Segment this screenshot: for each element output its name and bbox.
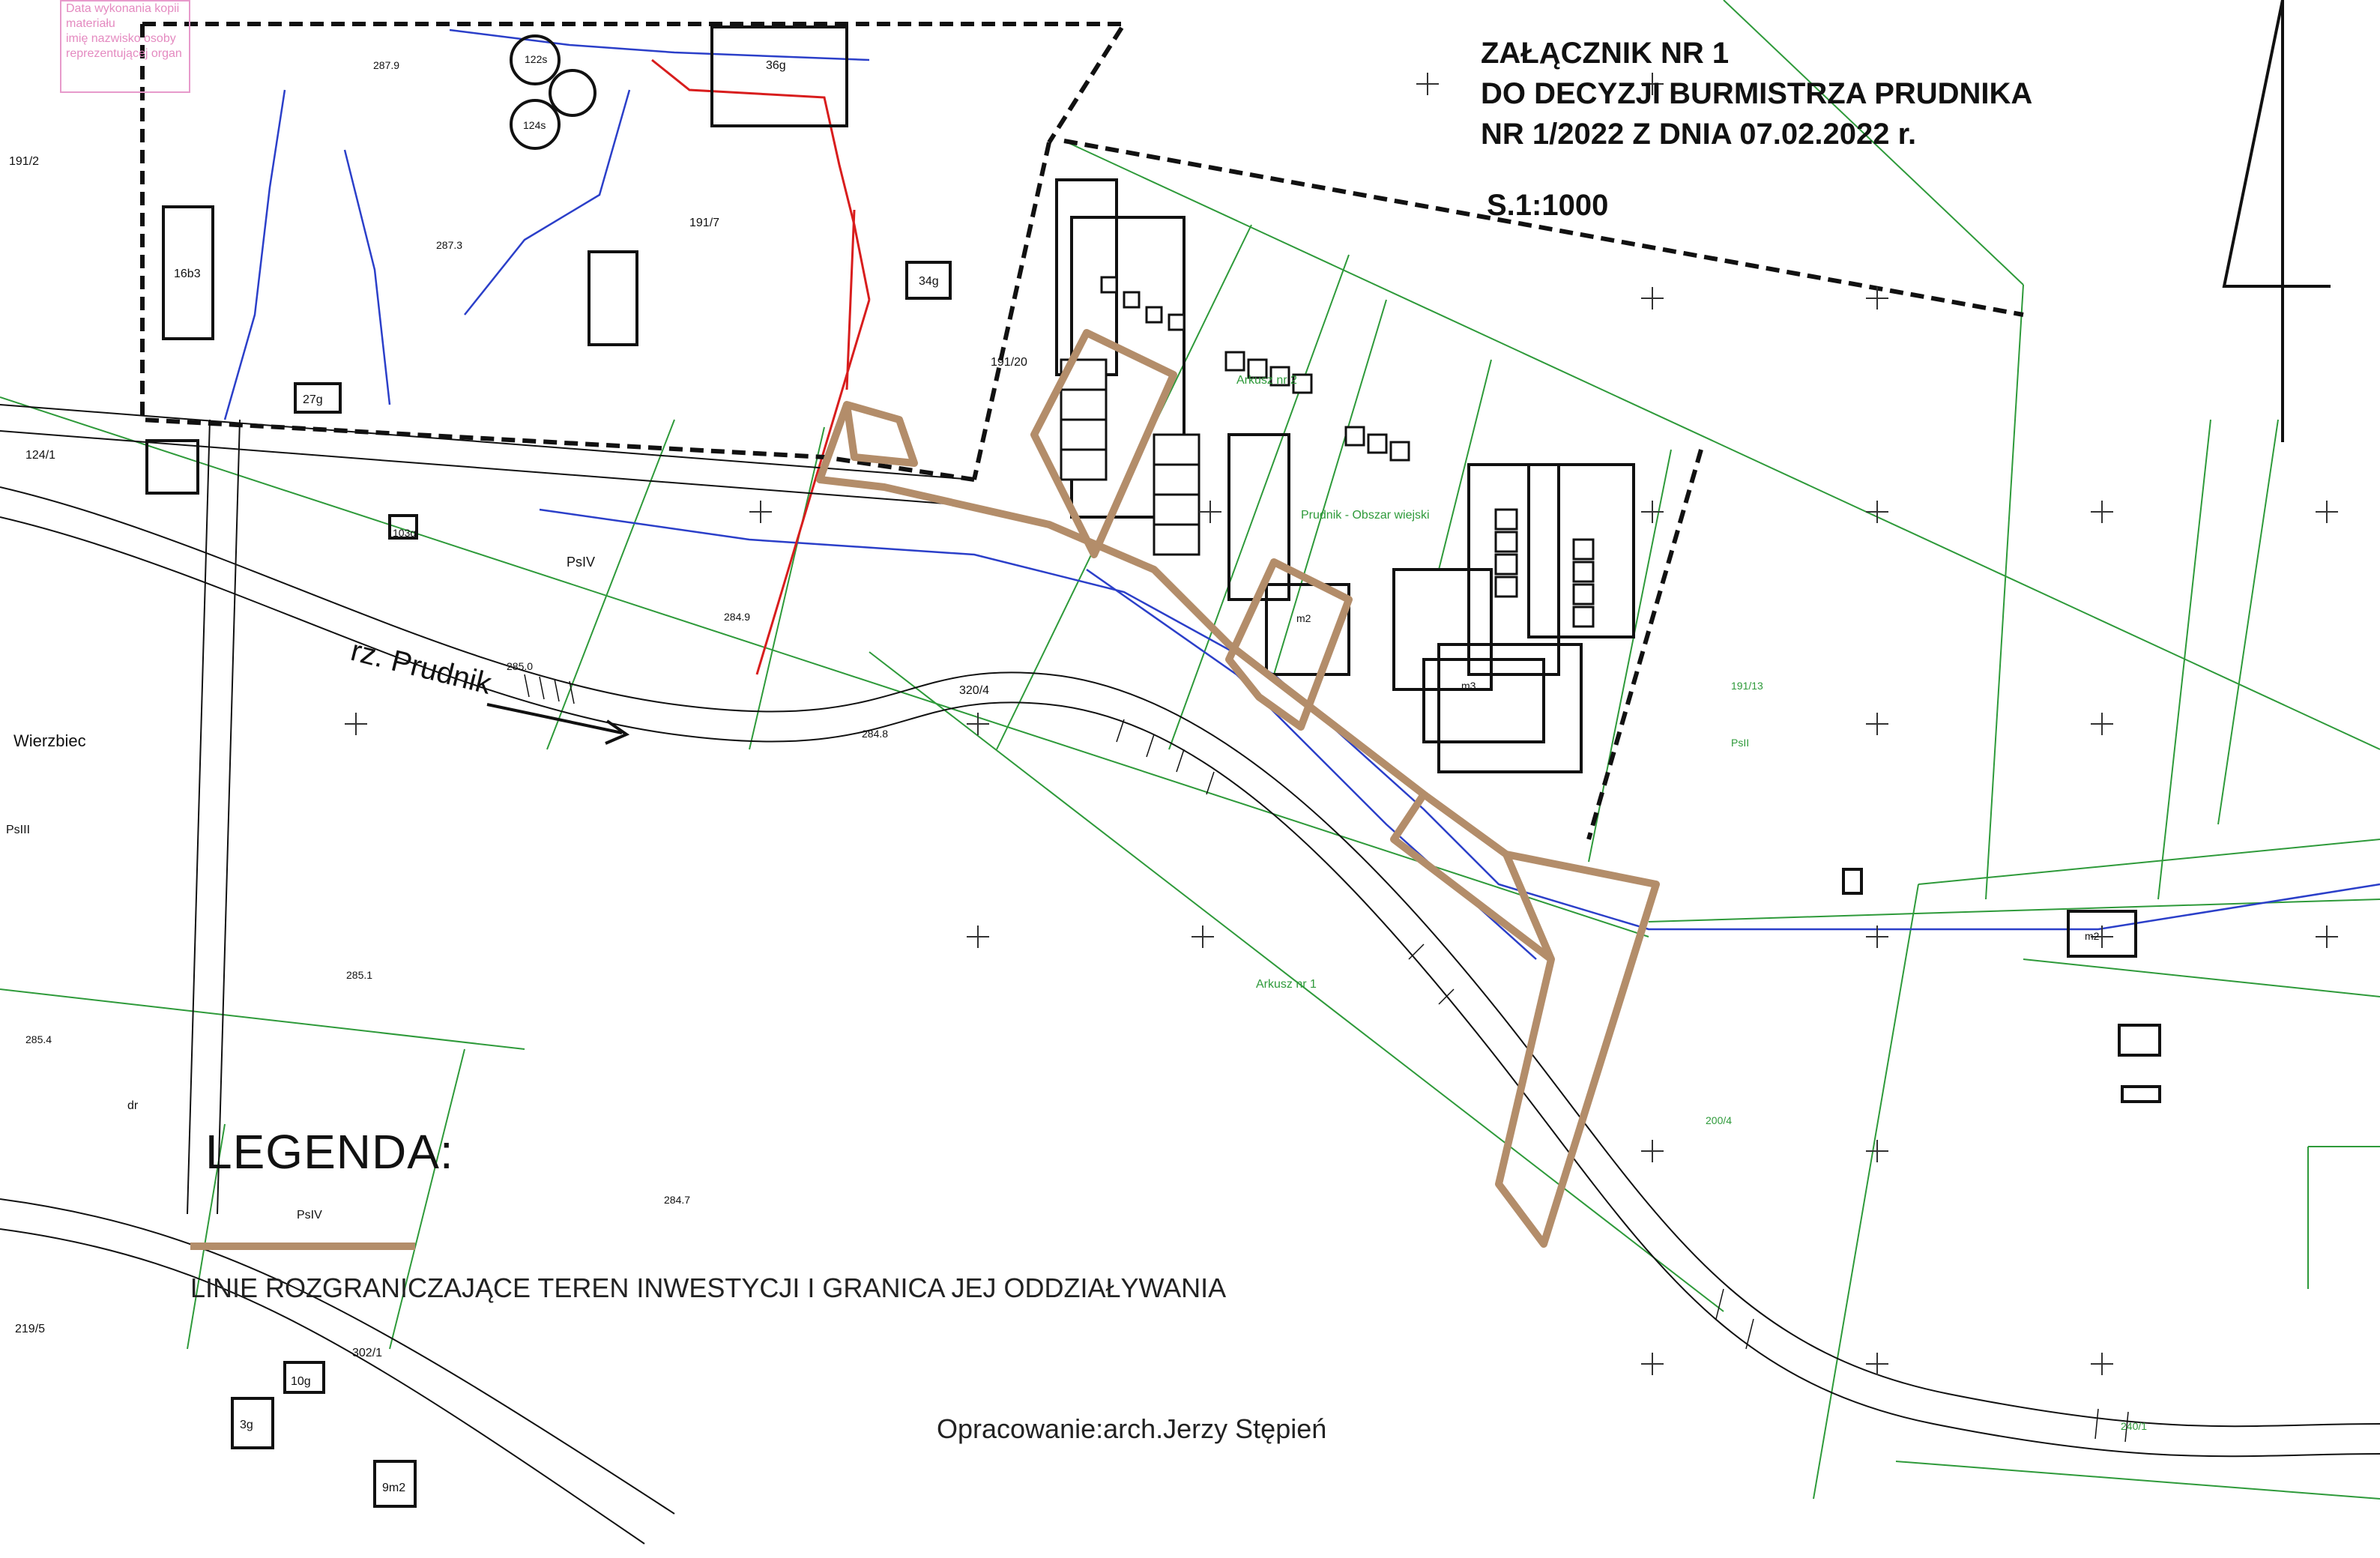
parcel-label: 191/20 — [991, 356, 1027, 369]
height-label: 285.4 — [25, 1033, 52, 1045]
land-class-label: PsIV — [567, 555, 595, 570]
parcel-label: 302/1 — [352, 1347, 382, 1359]
height-label: 285.1 — [346, 969, 372, 981]
parcel-label: 191/13 — [1731, 680, 1763, 692]
stamp-line: Data wykonania kopii — [66, 2, 180, 15]
building-label: 9m2 — [382, 1482, 405, 1494]
building-label: 36g — [766, 59, 786, 72]
building-label: 16b3 — [174, 268, 201, 280]
legend-item-label: LINIE ROZGRANICZAJĄCE TEREN INWESTYCJI I… — [190, 1272, 1227, 1303]
land-class-label: PsII — [1731, 737, 1749, 749]
sheet-label-1: Arkusz nr 1 — [1256, 978, 1317, 991]
building-label: 122s — [525, 53, 547, 65]
blue-utility-lines — [223, 28, 2380, 960]
header-line-1: ZAŁĄCZNIK NR 1 — [1481, 37, 1730, 70]
parcel-label: 240/1 — [2121, 1420, 2147, 1432]
river-hatch-marks — [524, 674, 2129, 1443]
area-label: Prudnik - Obszar wiejski — [1301, 509, 1430, 522]
author-credit: Opracowanie:arch.Jerzy Stępień — [937, 1413, 1327, 1444]
height-label: 284.9 — [724, 611, 750, 623]
parcel-label: 320/4 — [959, 684, 989, 697]
red-utility-lines — [651, 58, 871, 675]
grid-crosses — [345, 73, 2338, 1375]
parcel-label: 191/2 — [9, 155, 39, 168]
map-scale: S.1:1000 — [1487, 189, 1609, 222]
building-label: 3g — [240, 1419, 253, 1431]
green-parcel-lines — [0, 0, 2380, 1500]
parcel-label: 124/1 — [25, 449, 55, 462]
building-label: 10g — [291, 1375, 311, 1388]
official-stamp: Data wykonania kopii materiału imię nazw… — [60, 0, 190, 93]
land-class-label: PsIV — [297, 1209, 322, 1222]
height-label: 284.7 — [664, 1194, 690, 1206]
river-label: rz. Prudnik — [348, 634, 495, 701]
village-label: Wierzbiec — [13, 731, 86, 750]
building-label: 27g — [303, 393, 323, 406]
stamp-line: imię nazwisko osoby — [66, 32, 176, 45]
stamp-line: reprezentującej organ — [66, 47, 182, 60]
building-label: m2 — [1296, 612, 1311, 624]
dashed-boundary — [140, 22, 2024, 840]
height-label: 284.8 — [862, 728, 888, 740]
building-label: 34g — [919, 275, 939, 288]
document-header: ZAŁĄCZNIK NR 1 DO DECYZJI BURMISTRZA PRU… — [1481, 33, 2032, 154]
river-flow-arrow-icon — [486, 703, 630, 745]
building-label: m2 — [2085, 930, 2100, 942]
river-banks — [0, 404, 2380, 1545]
building-label: 103g — [393, 527, 416, 539]
building-label: m3 — [1461, 680, 1476, 692]
parcel-label: 219/5 — [15, 1323, 45, 1335]
sheet-label-2: Arkusz nr 2 — [1236, 374, 1297, 387]
parcel-label: 200/4 — [1706, 1114, 1732, 1126]
legend-title: LEGENDA: — [205, 1125, 454, 1179]
header-line-3: NR 1/2022 Z DNIA 07.02.2022 r. — [1481, 118, 1917, 151]
investment-boundary — [816, 329, 1660, 1248]
land-class-label: dr — [127, 1099, 139, 1112]
house-blocks — [1060, 276, 1595, 628]
legend-boundary-swatch — [190, 1243, 415, 1250]
parcel-label: 191/7 — [689, 217, 719, 229]
height-label: 285.0 — [507, 660, 533, 672]
stamp-line: materiału — [66, 17, 115, 30]
building-label: 124s — [523, 119, 546, 131]
height-label: 287.3 — [436, 239, 462, 251]
north-arrow-icon — [2222, 0, 2331, 442]
height-label: 287.9 — [373, 59, 399, 71]
header-line-2: DO DECYZJI BURMISTRZA PRUDNIKA — [1481, 77, 2033, 110]
land-class-label: PsIII — [6, 824, 30, 836]
